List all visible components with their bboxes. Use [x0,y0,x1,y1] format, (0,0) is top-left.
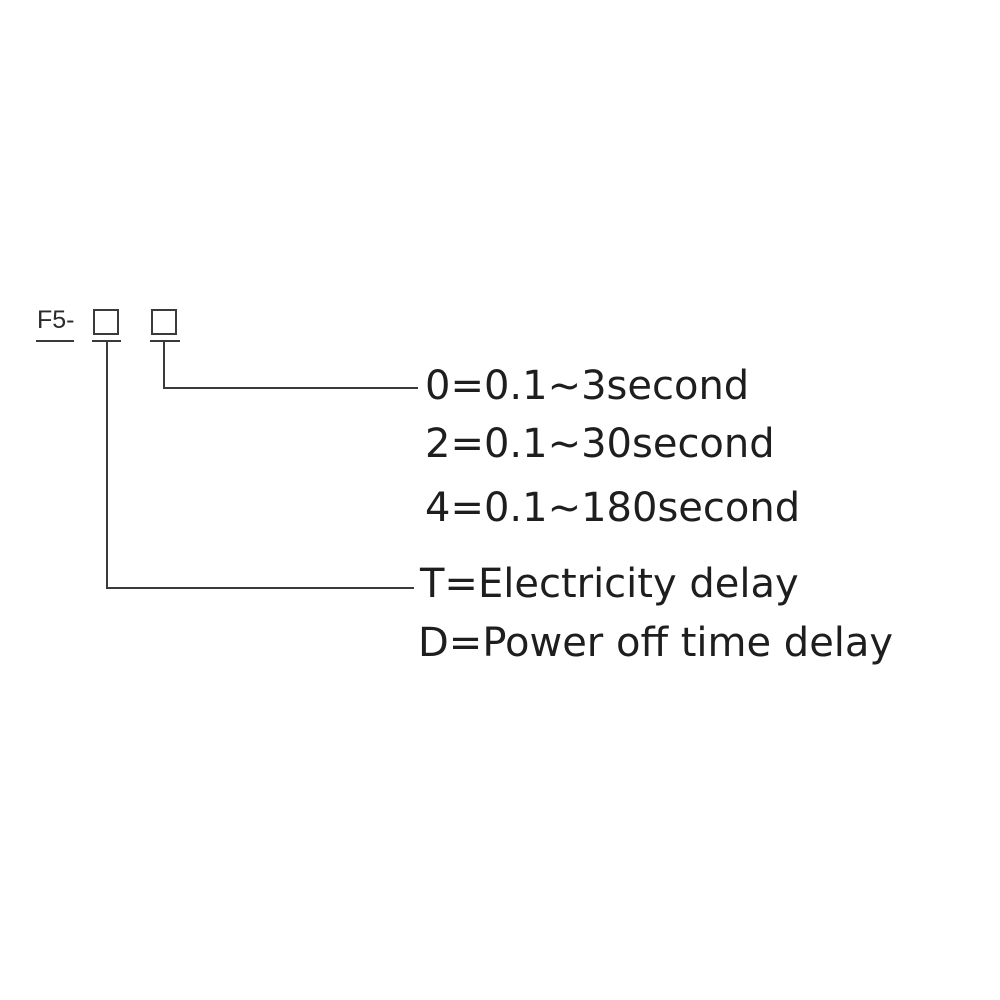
time-range-option: 0=0.1~3second [425,363,750,409]
delay-mode-connector [106,341,414,589]
model-prefix: F5- [37,306,75,334]
delay-mode-option: T=Electricity delay [420,561,799,607]
code-slot-2-box [151,309,177,335]
code-slot-1-box [93,309,119,335]
time-range-option: 2=0.1~30second [425,421,775,467]
time-range-option: 4=0.1~180second [425,485,801,531]
time-range-connector [163,341,418,389]
delay-mode-option: D=Power off time delay [418,620,894,666]
